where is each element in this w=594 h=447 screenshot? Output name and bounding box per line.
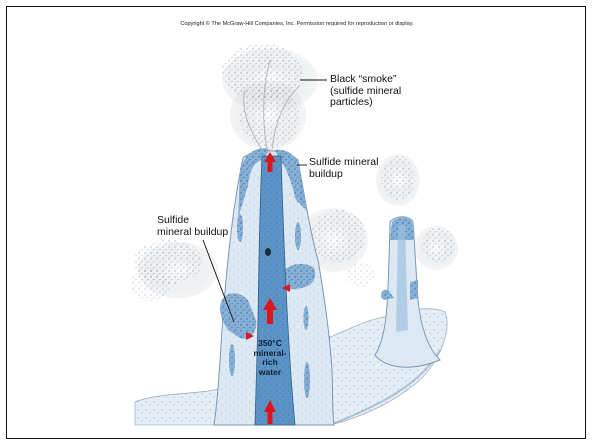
label-sulfide-right-line1: Sulfide mineral [309,157,378,169]
label-black-smoke-line3: particles) [330,97,401,109]
label-sulfide-left-line2: mineral buildup [157,227,228,239]
label-sulfide-buildup-left: Sulfide mineral buildup [157,215,228,238]
label-sulfide-buildup-right: Sulfide mineral buildup [309,157,378,180]
label-black-smoke: Black “smoke” (sulfide mineral particles… [330,74,401,109]
label-black-smoke-line1: Black “smoke” [330,74,401,86]
left-smoke-plume [130,240,218,301]
label-water-line4: water [250,368,290,378]
black-smoke-plume [222,44,318,150]
label-mineral-rich-water: 350°C mineral- rich water [250,339,290,377]
label-sulfide-right-line2: buildup [309,169,378,181]
label-sulfide-left-line1: Sulfide [157,215,228,227]
